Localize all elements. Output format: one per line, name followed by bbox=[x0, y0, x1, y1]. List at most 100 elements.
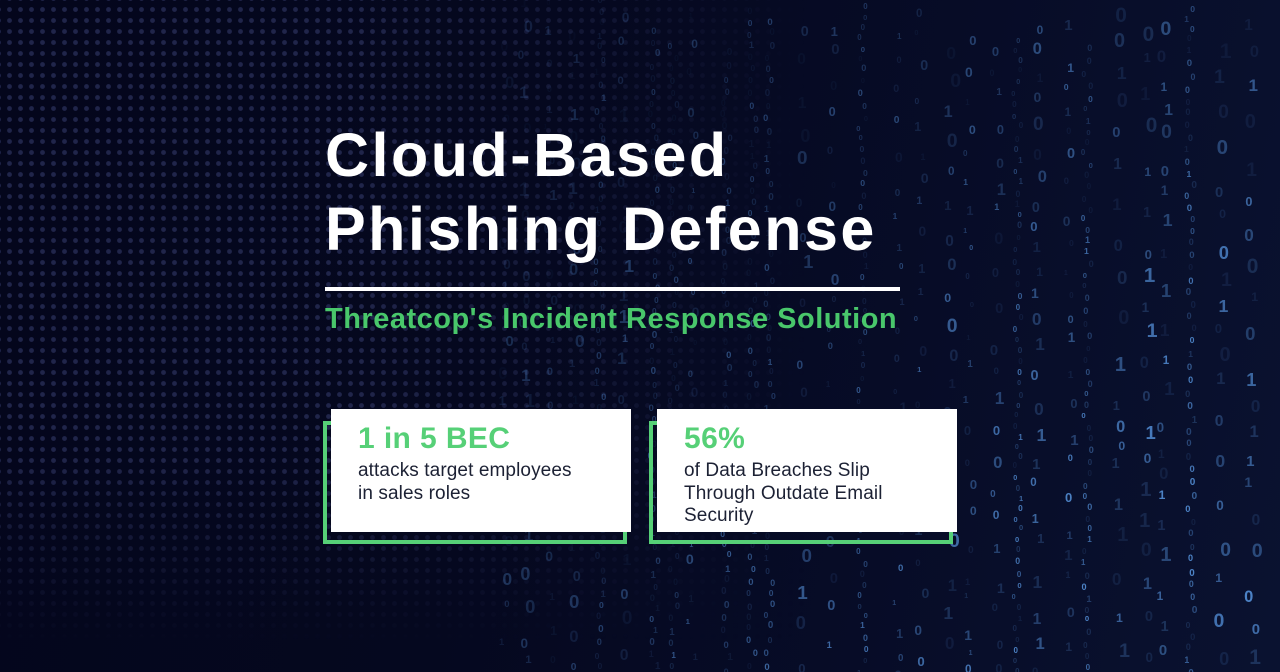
binary-digit: 0 bbox=[857, 87, 863, 98]
binary-digit: 0 bbox=[764, 87, 771, 99]
binary-digit: 0 bbox=[1185, 642, 1191, 653]
binary-digit: 0 bbox=[651, 122, 656, 132]
binary-digit: 0 bbox=[920, 171, 929, 188]
binary-digit: 0 bbox=[596, 611, 602, 622]
binary-digit: 0 bbox=[995, 662, 1003, 672]
binary-digit: 0 bbox=[1145, 650, 1153, 666]
binary-digit: 0 bbox=[617, 391, 625, 407]
binary-digit: 1 bbox=[668, 171, 674, 182]
binary-digit: 0 bbox=[687, 105, 695, 121]
binary-digit: 1 bbox=[1014, 199, 1020, 210]
binary-digit: 0 bbox=[601, 391, 607, 403]
binary-digit: 1 bbox=[685, 616, 690, 626]
binary-digit: 1 bbox=[966, 332, 971, 342]
binary-digit: 0 bbox=[651, 88, 656, 98]
binary-digit: 0 bbox=[1018, 312, 1024, 323]
binary-digit: 0 bbox=[572, 155, 582, 174]
binary-digit: 0 bbox=[721, 247, 728, 259]
binary-digit: 0 bbox=[671, 126, 676, 137]
binary-digit: 0 bbox=[796, 358, 804, 373]
binary-digit: 0 bbox=[1030, 476, 1037, 489]
binary-digit: 0 bbox=[800, 125, 811, 146]
binary-digit: 1 bbox=[918, 262, 926, 277]
binary-digit: 0 bbox=[1012, 656, 1018, 665]
binary-digit: 0 bbox=[862, 295, 867, 306]
binary-digit: 0 bbox=[1087, 524, 1092, 534]
dot-pattern-background bbox=[0, 0, 860, 672]
binary-digit: 0 bbox=[859, 568, 865, 579]
binary-digit: 0 bbox=[993, 453, 1003, 473]
binary-digit: 0 bbox=[1245, 194, 1253, 209]
binary-digit: 0 bbox=[726, 549, 732, 560]
binary-digit: 0 bbox=[1081, 69, 1087, 80]
binary-digit: 0 bbox=[992, 422, 1001, 438]
binary-digit: 1 bbox=[1141, 0, 1149, 1]
binary-digit: 1 bbox=[569, 541, 575, 554]
binary-digit: 0 bbox=[859, 272, 865, 283]
binary-digit: 0 bbox=[801, 545, 812, 566]
binary-digit: 1 bbox=[963, 177, 969, 188]
binary-digit: 0 bbox=[652, 171, 658, 183]
binary-digit: 0 bbox=[766, 344, 772, 355]
binary-digit: 0 bbox=[768, 215, 774, 227]
binary-digit: 0 bbox=[726, 185, 732, 197]
binary-digit: 0 bbox=[573, 302, 582, 319]
binary-digit: 1 bbox=[572, 393, 579, 408]
binary-digit: 0 bbox=[863, 1, 868, 11]
binary-digit: 0 bbox=[765, 566, 770, 577]
binary-digit: 0 bbox=[752, 294, 758, 305]
binary-digit: 1 bbox=[964, 626, 972, 643]
binary-digit: 0 bbox=[968, 545, 974, 557]
binary-digit: 0 bbox=[993, 366, 999, 378]
binary-digit: 0 bbox=[747, 552, 753, 563]
binary-digit: 0 bbox=[965, 64, 973, 81]
binary-digit: 0 bbox=[674, 99, 680, 111]
binary-digit: 0 bbox=[770, 598, 776, 610]
binary-digit: 0 bbox=[1118, 306, 1130, 329]
binary-digit: 0 bbox=[1016, 76, 1021, 86]
binary-digit: 0 bbox=[994, 229, 1004, 248]
binary-digit: 0 bbox=[795, 611, 806, 633]
binary-digit: 1 bbox=[968, 649, 973, 657]
binary-digit: 0 bbox=[1186, 361, 1193, 373]
binary-digit: 0 bbox=[574, 330, 585, 351]
binary-digit: 0 bbox=[747, 17, 753, 28]
binary-digit: 1 bbox=[1037, 530, 1045, 546]
binary-digit: 0 bbox=[1085, 366, 1091, 377]
binary-digit: 0 bbox=[569, 129, 579, 147]
binary-digit: 1 bbox=[1162, 353, 1170, 367]
binary-digit: 0 bbox=[862, 236, 868, 246]
binary-digit: 1 bbox=[1251, 289, 1259, 304]
binary-digit: 1 bbox=[967, 359, 973, 371]
binary-digit: 0 bbox=[652, 306, 657, 317]
binary-digit: 1 bbox=[1019, 494, 1024, 503]
binary-digit: 0 bbox=[1015, 535, 1020, 545]
binary-digit: 0 bbox=[989, 342, 999, 360]
binary-digit: 1 bbox=[1144, 165, 1152, 180]
binary-digit: 1 bbox=[767, 357, 773, 367]
binary-digit: 0 bbox=[650, 159, 657, 171]
binary-digit: 0 bbox=[649, 98, 654, 109]
binary-digit: 0 bbox=[651, 438, 657, 449]
binary-digit: 0 bbox=[858, 54, 863, 64]
binary-digit: 0 bbox=[893, 352, 900, 365]
binary-digit: 0 bbox=[1190, 213, 1196, 224]
binary-digit: 0 bbox=[752, 647, 758, 658]
binary-digit: 0 bbox=[768, 178, 774, 189]
binary-digit: 1 bbox=[1141, 299, 1150, 315]
binary-digit: 0 bbox=[1087, 458, 1093, 468]
binary-digit: 0 bbox=[996, 155, 1004, 171]
binary-digit: 0 bbox=[990, 488, 996, 500]
binary-digit: 0 bbox=[748, 74, 753, 85]
binary-digit: 1 bbox=[943, 103, 953, 122]
binary-digit: 0 bbox=[1084, 604, 1090, 615]
binary-digit: 0 bbox=[649, 341, 655, 351]
binary-digit: 0 bbox=[1017, 220, 1022, 231]
binary-digit: 0 bbox=[948, 165, 955, 179]
binary-digit: 1 bbox=[691, 187, 696, 195]
binary-digit: 0 bbox=[1012, 623, 1017, 633]
binary-digit: 0 bbox=[647, 318, 653, 329]
binary-digit: 0 bbox=[503, 257, 511, 272]
binary-digit: 1 bbox=[1066, 529, 1073, 542]
binary-digit: 0 bbox=[827, 597, 836, 614]
